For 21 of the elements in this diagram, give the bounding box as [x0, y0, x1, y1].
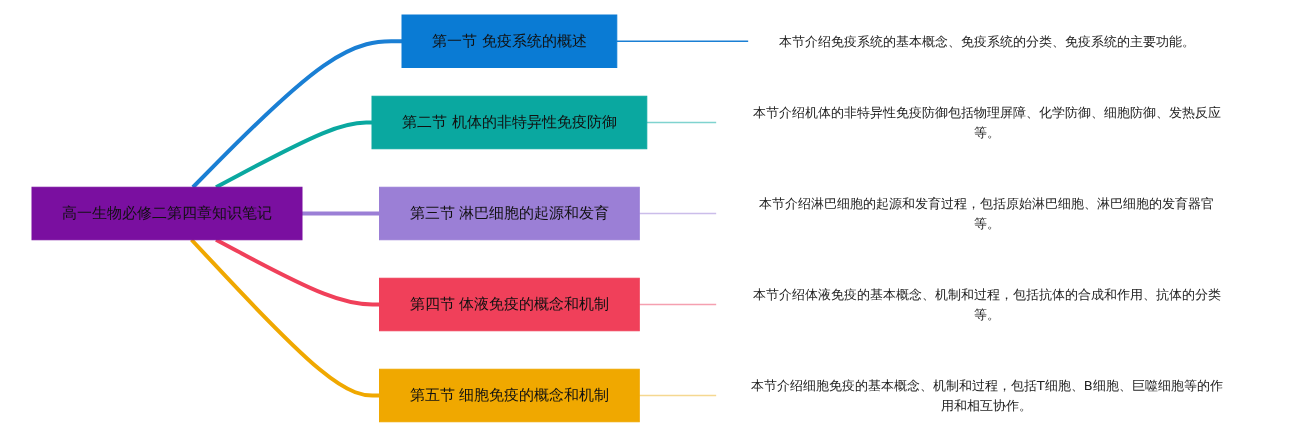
connector	[646, 121, 718, 124]
connector	[616, 40, 750, 42]
connector	[638, 303, 718, 306]
connector	[191, 39, 403, 189]
node-text: 本节介绍机体的非特异性免疫防御包括物理屏障、化学防御、细胞防御、发热反应等。	[752, 105, 1221, 140]
node-text: 本节介绍免疫系统的基本概念、免疫系统的分类、免疫系统的主要功能。	[778, 33, 1195, 49]
connector	[302, 211, 380, 216]
node-text: 本节介绍细胞免疫的基本概念、机制和过程，包括T细胞、B细胞、巨噬细胞等的作用和相互协作。	[750, 378, 1223, 413]
node-box: 第二节 机体的非特异性免疫防御	[371, 95, 648, 150]
connector	[638, 394, 718, 397]
node-box: 第四节 体液免疫的概念和机制	[379, 277, 640, 332]
connector	[215, 120, 373, 189]
node-box: 第一节 免疫系统的概述	[401, 14, 618, 68]
node-box: 第三节 淋巴细胞的起源和发育	[379, 186, 640, 241]
connector	[190, 238, 380, 398]
node-text: 本节介绍体液免疫的基本概念、机制和过程，包括抗体的合成和作用、抗体的分类等。	[752, 287, 1221, 322]
connector	[638, 212, 718, 215]
node-box: 高一生物必修二第四章知识笔记	[31, 186, 303, 241]
node-box: 第五节 细胞免疫的概念和机制	[379, 368, 640, 423]
node-text: 本节介绍淋巴细胞的起源和发育过程，包括原始淋巴细胞、淋巴细胞的发育器官等。	[759, 196, 1215, 231]
connector	[215, 238, 380, 307]
